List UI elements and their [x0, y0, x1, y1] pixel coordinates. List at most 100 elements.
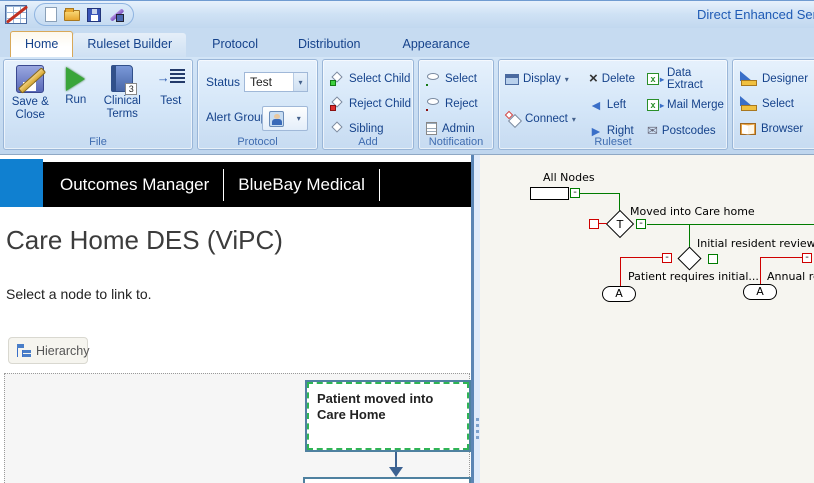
flow-terminal-2[interactable]: A [743, 284, 777, 300]
display-icon [505, 73, 519, 85]
diamond-red-icon [330, 95, 344, 111]
brand-blue-square [0, 159, 43, 207]
delete-button[interactable]: × Delete [589, 70, 636, 87]
new-document-button[interactable] [44, 6, 57, 23]
tab-protocol[interactable]: Protocol [212, 37, 258, 51]
designer-select-button[interactable]: Select [740, 91, 814, 116]
sibling-button[interactable]: Sibling [330, 116, 413, 141]
selected-node-label: Patient moved into Care Home [317, 391, 434, 422]
book-badge: 3 [125, 83, 138, 95]
ribbon-group-designer: Designer Select Browser [732, 59, 814, 150]
select-child-button[interactable]: Select Child [330, 66, 413, 91]
reject-child-button[interactable]: Reject Child [330, 91, 413, 116]
flow-reject-box[interactable]: - [802, 253, 812, 263]
connector-arrow [395, 452, 397, 468]
splitter-grip-icon [476, 424, 479, 427]
flow-root-node[interactable] [530, 187, 569, 200]
group-label-ruleset: Ruleset [594, 136, 632, 148]
group-label-protocol: Protocol [237, 136, 278, 148]
oval-red-icon [426, 97, 440, 111]
save-button[interactable] [87, 7, 101, 23]
flow-collapse-box[interactable]: - [636, 219, 646, 229]
group-label-notification: Notification [428, 136, 484, 148]
flow-decision-1-text: T [616, 218, 624, 231]
ribbon-group-ruleset: Display ▾ Connect ▾ × Delete ◄ Left ► Ri… [498, 59, 728, 150]
flow-link-false [620, 257, 621, 286]
arrow-right-icon: ► [589, 123, 603, 139]
run-button[interactable]: Run [58, 65, 94, 107]
display-button[interactable]: Display ▾ [505, 66, 587, 92]
postcodes-button[interactable]: ✉ Postcodes [647, 123, 716, 138]
arrow-left-icon: ◄ [589, 97, 603, 113]
flow-link-false [620, 257, 662, 258]
browser-button[interactable]: Browser [740, 116, 814, 141]
flow-terminal-1[interactable]: A [602, 286, 636, 302]
group-label-add: Add [358, 136, 378, 148]
flow-root-label: All Nodes [543, 171, 595, 184]
save-close-button[interactable]: Save & Close [5, 65, 55, 122]
flow-decision-2-label: Initial resident review... [697, 237, 814, 250]
open-button[interactable] [64, 7, 80, 23]
note-icon [426, 122, 437, 135]
save-close-icon [16, 65, 45, 93]
flow-branch-2-label: Annual re [767, 270, 814, 283]
flow-reject-box[interactable] [589, 219, 599, 229]
left-button[interactable]: ◄ Left [589, 97, 627, 113]
notification-select-button[interactable]: Select [426, 66, 493, 91]
flow-branch-1-label: Patient requires initial... [628, 270, 759, 283]
quick-access-toolbar [34, 3, 134, 26]
brand-bar: Outcomes Manager BlueBay Medical [43, 162, 471, 207]
tab-distribution[interactable]: Distribution [297, 37, 361, 51]
wizard-button[interactable] [108, 7, 124, 23]
group-label-file: File [89, 136, 107, 148]
flow-collapse-box[interactable]: - [570, 188, 580, 198]
chevron-down-icon: ▾ [571, 114, 576, 124]
address-book-icon [269, 110, 285, 127]
flow-link-false [760, 257, 802, 258]
flow-link-true [619, 193, 620, 214]
flow-decision-2[interactable] [677, 246, 702, 271]
flow-reject-box[interactable]: - [662, 253, 672, 263]
selection-dashed-border [307, 382, 469, 450]
chevron-down-icon: ▾ [296, 114, 301, 123]
panel-splitter[interactable] [471, 155, 480, 483]
selected-node-box[interactable]: Patient moved into Care Home [305, 380, 471, 452]
status-dropdown[interactable]: Test ▾ [244, 72, 308, 92]
connect-button[interactable]: Connect ▾ [505, 106, 587, 132]
notification-reject-button[interactable]: Reject [426, 91, 493, 116]
test-icon: → [157, 68, 185, 92]
flow-accept-box[interactable] [708, 254, 718, 264]
next-node-box[interactable] [303, 477, 471, 483]
flow-link-true [647, 224, 814, 225]
flow-link-true [689, 225, 690, 250]
designer-button[interactable]: Designer [740, 66, 814, 91]
tab-ruleset-builder[interactable]: Ruleset Builder [73, 33, 187, 57]
hierarchy-button[interactable]: Hierarchy [8, 337, 90, 364]
status-label: Status [206, 75, 241, 89]
chevron-down-icon[interactable]: ▾ [293, 73, 307, 91]
window-title: Direct Enhanced Servic [697, 7, 814, 22]
flow-link-true [580, 193, 620, 194]
alert-group-label: Alert Group [206, 110, 268, 124]
diamond-green-icon [330, 70, 344, 86]
tab-appearance[interactable]: Appearance [402, 37, 470, 51]
right-button[interactable]: ► Right [589, 123, 634, 139]
clinical-terms-button[interactable]: 3 Clinical Terms [96, 65, 148, 121]
test-button[interactable]: → Test [151, 65, 191, 108]
chevron-down-icon: ▾ [564, 74, 569, 84]
app-icon[interactable] [5, 5, 27, 24]
envelope-icon: ✉ [647, 123, 658, 138]
data-extract-button[interactable]: x Data Extract [647, 66, 729, 92]
alert-group-dropdown[interactable]: ▾ [262, 106, 308, 131]
main-area: Outcomes Manager BlueBay Medical Care Ho… [0, 155, 814, 483]
mail-merge-button[interactable]: x Mail Merge [647, 92, 729, 118]
new-document-icon [44, 6, 57, 22]
admin-button[interactable]: Admin [426, 116, 493, 141]
brand-separator [378, 168, 380, 201]
hierarchy-icon [17, 344, 31, 357]
instruction-text: Select a node to link to. [6, 286, 152, 302]
tab-home[interactable]: Home [10, 31, 74, 57]
status-value: Test [250, 75, 273, 89]
open-folder-icon [64, 7, 80, 21]
drafting-icon [740, 96, 757, 111]
